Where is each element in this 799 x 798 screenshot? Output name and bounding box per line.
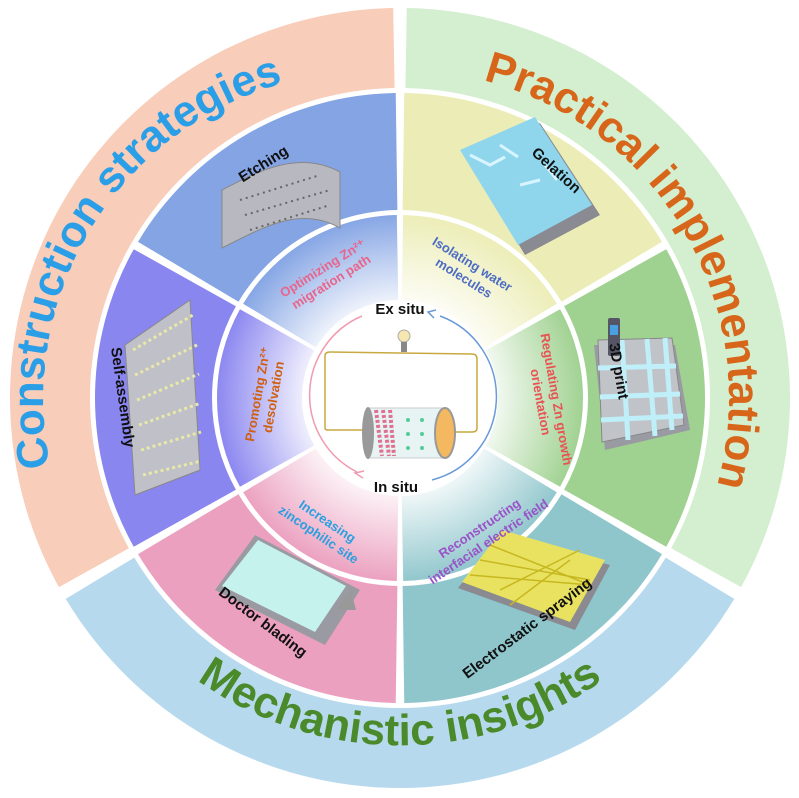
doctor-blading-illustration (215, 535, 360, 645)
gelation-illustration (460, 117, 600, 255)
outer-sector-practical (405, 8, 790, 588)
mechanism-sector (485, 309, 583, 487)
arrowhead-icon (353, 470, 365, 479)
in-to-ex-situ-arrow (431, 315, 498, 481)
self-assembly-illustration (124, 299, 202, 496)
etching-illustration (221, 161, 341, 249)
mechanism-ring (217, 215, 583, 581)
mechanism-sector (401, 448, 557, 581)
mechanism-sector (243, 448, 399, 581)
outer-sector-mechanistic (65, 557, 735, 788)
ex-situ-label: Ex situ (375, 301, 424, 318)
in-situ-label: In situ (374, 479, 418, 496)
outer-sector-construction (9, 8, 395, 588)
ex-to-in-situ-arrow (308, 315, 363, 473)
battery-circuit-icon (324, 329, 478, 459)
arrowhead-icon (426, 309, 437, 319)
electrostatic-spraying-illustration (458, 530, 610, 630)
mechanism-sector (217, 309, 315, 487)
3d-print-illustration (594, 318, 690, 450)
mechanism-sector (243, 215, 399, 348)
mechanism-sector (401, 215, 557, 348)
